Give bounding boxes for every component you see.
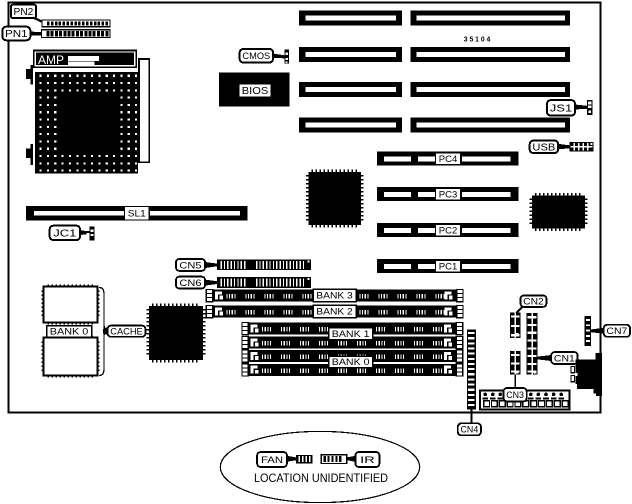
svg-text:SL1: SL1	[128, 209, 146, 220]
svg-text:CN5: CN5	[179, 260, 201, 271]
svg-text:FAN: FAN	[261, 455, 283, 466]
svg-text:CACHE: CACHE	[110, 326, 143, 336]
svg-text:BANK 0: BANK 0	[332, 357, 370, 367]
svg-text:PC1: PC1	[439, 262, 458, 273]
svg-text:USB: USB	[532, 142, 555, 153]
svg-text:3 5 1 0 4: 3 5 1 0 4	[464, 37, 491, 44]
svg-text:PC2: PC2	[439, 226, 458, 237]
svg-text:CN3: CN3	[506, 390, 524, 401]
svg-text:IR: IR	[360, 455, 375, 466]
svg-text:BANK 2: BANK 2	[316, 306, 353, 316]
svg-text:CN4: CN4	[461, 425, 479, 436]
svg-text:CN2: CN2	[523, 297, 544, 308]
svg-text:CN7: CN7	[606, 326, 627, 337]
svg-text:PC3: PC3	[439, 190, 458, 201]
svg-text:CN1: CN1	[554, 353, 575, 364]
svg-text:BIOS: BIOS	[242, 85, 269, 97]
svg-text:BANK 0: BANK 0	[50, 326, 89, 336]
svg-text:BANK 1: BANK 1	[332, 329, 370, 339]
svg-text:JS1: JS1	[550, 103, 573, 114]
svg-text:LOCATION UNIDENTIFIED: LOCATION UNIDENTIFIED	[254, 471, 388, 485]
svg-text:JC1: JC1	[53, 228, 77, 239]
svg-text:PN2: PN2	[14, 7, 34, 18]
svg-text:CN6: CN6	[179, 278, 201, 289]
svg-text:PN1: PN1	[5, 29, 28, 40]
svg-text:CMOS: CMOS	[242, 51, 270, 61]
svg-text:AMP: AMP	[38, 53, 64, 67]
svg-text:PC4: PC4	[439, 154, 458, 165]
svg-text:BANK 3: BANK 3	[316, 290, 353, 300]
